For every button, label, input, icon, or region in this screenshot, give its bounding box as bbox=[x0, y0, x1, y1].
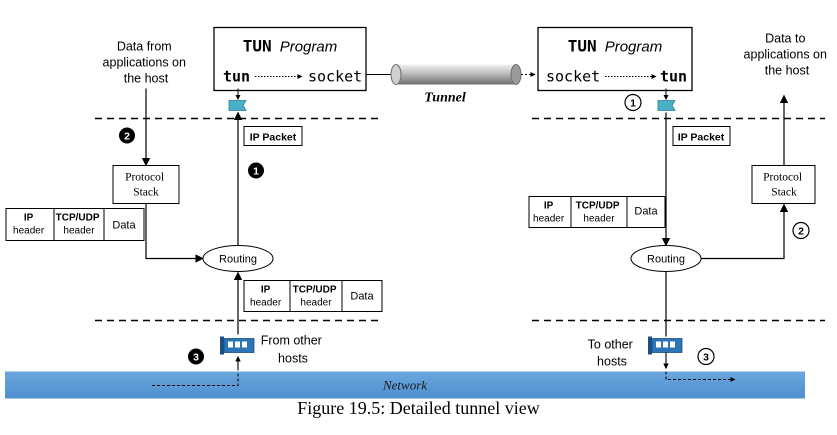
svg-text:TUN Program: TUN Program bbox=[568, 37, 662, 56]
svg-text:Protocol Stack: Protocol Stack bbox=[125, 172, 167, 199]
svg-text:1: 1 bbox=[630, 98, 636, 110]
svg-text:2: 2 bbox=[798, 226, 804, 238]
right-data-note: Data to applications on the host bbox=[744, 32, 831, 78]
svg-text:Data: Data bbox=[350, 291, 374, 303]
right-step-3-badge: 3 bbox=[697, 347, 715, 366]
right-network-path bbox=[665, 371, 736, 382]
left-routing-node: Routing bbox=[202, 245, 274, 272]
left-program-tun-label: TUN bbox=[243, 37, 272, 56]
svg-text:IP Packet: IP Packet bbox=[678, 132, 725, 144]
svg-text:IP Packet: IP Packet bbox=[250, 132, 297, 144]
tunnel-label: Tunnel bbox=[424, 91, 466, 106]
right-routing-to-stack-arrow bbox=[701, 203, 789, 260]
svg-text:IP header TCP/UDP: IP header TCP/UDP header bbox=[250, 285, 339, 309]
right-protocol-stack: Protocol Stack bbox=[751, 165, 816, 204]
figure-caption: Figure 19.5: Detailed tunnel view bbox=[297, 398, 540, 418]
left-step-1-badge: 1 bbox=[248, 162, 264, 179]
left-packet-b: IP header TCP/UDP header Data bbox=[243, 280, 383, 312]
left-protocol-stack: Protocol Stack bbox=[112, 165, 180, 204]
svg-text:IP header TCP/UDP: IP header TCP/UDP header bbox=[533, 201, 622, 225]
right-step-2-badge: 2 bbox=[792, 221, 810, 240]
left-nic-icon bbox=[220, 336, 255, 355]
left-stack-to-routing-arrow bbox=[145, 203, 204, 263]
svg-text:TUN Program: TUN Program bbox=[243, 37, 337, 56]
right-program-tun-label: TUN bbox=[568, 37, 597, 56]
svg-text:3: 3 bbox=[703, 352, 709, 364]
right-packet: IP header TCP/UDP header Data bbox=[528, 196, 666, 228]
left-step-2-badge: 2 bbox=[119, 127, 135, 144]
left-nic-note: From other hosts bbox=[261, 334, 326, 366]
svg-text:2: 2 bbox=[124, 131, 130, 143]
svg-text:Routing: Routing bbox=[647, 254, 685, 266]
right-program-from: socket bbox=[546, 68, 600, 86]
svg-text:1: 1 bbox=[253, 166, 259, 178]
tunnel-pipe bbox=[366, 64, 536, 85]
right-tun-interface-icon bbox=[657, 88, 676, 111]
left-step-3-badge: 3 bbox=[188, 348, 204, 365]
svg-text:Data: Data bbox=[112, 220, 136, 232]
right-tun-program-box: TUN Program socket tun bbox=[537, 26, 693, 92]
left-tun-program-box: TUN Program tun socket bbox=[213, 26, 367, 92]
right-ip-packet-label: IP Packet bbox=[672, 126, 731, 146]
right-nic-icon bbox=[648, 336, 683, 355]
left-network-path bbox=[152, 371, 239, 386]
svg-text:IP header TCP/UDP: IP header TCP/UDP header bbox=[13, 213, 102, 237]
left-program-from: tun bbox=[223, 68, 250, 86]
right-routing-node: Routing bbox=[630, 245, 702, 272]
svg-text:Data: Data bbox=[634, 206, 658, 218]
right-nic-note: To other hosts bbox=[588, 338, 637, 369]
right-program-to: tun bbox=[660, 68, 687, 86]
svg-text:Protocol Stack: Protocol Stack bbox=[763, 172, 805, 199]
boundary-lines bbox=[95, 117, 825, 322]
right-step-1-badge: 1 bbox=[624, 93, 642, 112]
left-packet-a: IP header TCP/UDP header Data bbox=[5, 208, 145, 241]
left-program-label: Program bbox=[280, 39, 338, 56]
left-tun-interface-icon bbox=[228, 88, 247, 111]
left-program-to: socket bbox=[308, 68, 362, 86]
left-data-note: Data from applications on the host bbox=[103, 40, 190, 86]
svg-text:3: 3 bbox=[193, 352, 199, 364]
right-program-label: Program bbox=[605, 39, 663, 56]
network-band bbox=[5, 371, 805, 399]
network-label: Network bbox=[382, 378, 427, 393]
left-ip-packet-label: IP Packet bbox=[243, 126, 303, 146]
svg-text:Routing: Routing bbox=[219, 254, 257, 266]
